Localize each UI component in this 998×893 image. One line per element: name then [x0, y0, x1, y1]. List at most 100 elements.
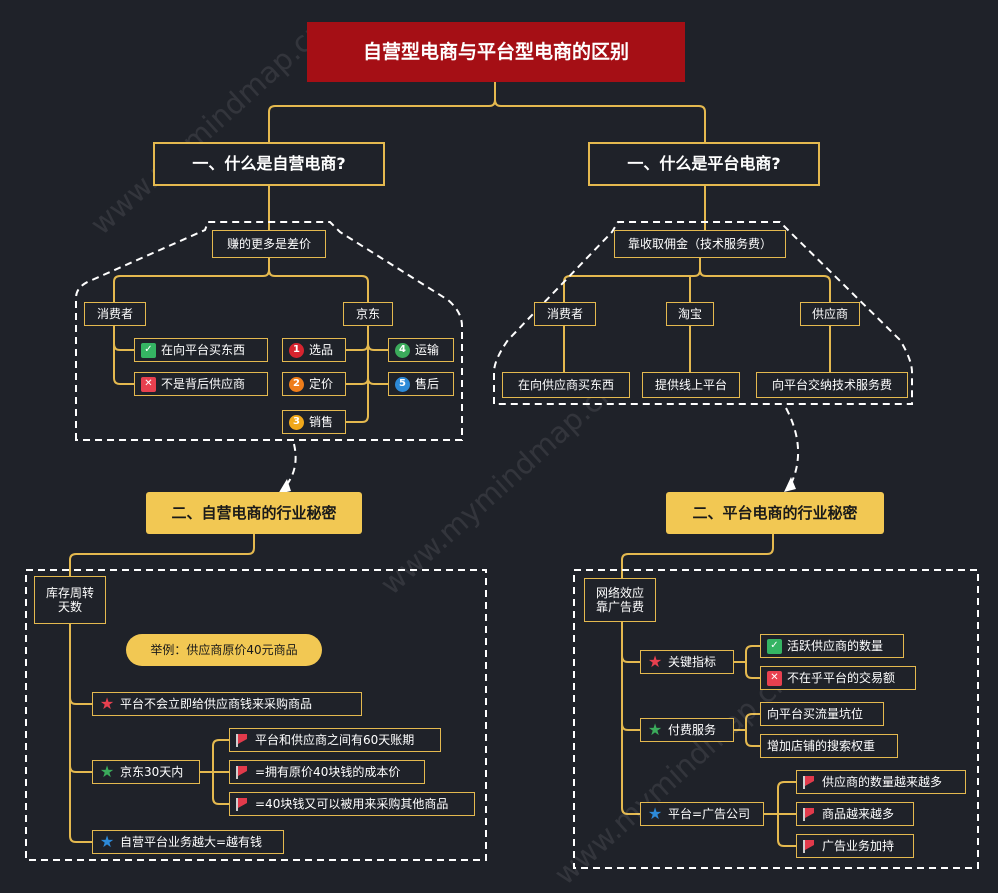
jd-step-label: 售后 — [415, 376, 440, 391]
connector-line — [734, 661, 760, 679]
boundary-arrow-self — [283, 443, 297, 489]
self-point[interactable]: ★ 自营平台业务越大=越有钱 — [92, 830, 284, 854]
platform-point[interactable]: ★ 关键指标 — [640, 650, 734, 674]
star-icon: ★ — [647, 652, 663, 672]
platform-point-detail[interactable]: 增加店铺的搜索权重 — [760, 734, 898, 758]
connector-line — [494, 99, 706, 142]
connector-line — [346, 343, 369, 351]
connector-line — [621, 622, 640, 815]
platform-secret-heading[interactable]: 二、平台电商的行业秘密 — [666, 492, 884, 534]
self-point-detail[interactable]: =拥有原价40块钱的成本价 — [229, 760, 425, 784]
connector-line — [734, 713, 760, 731]
self-inventory[interactable]: 库存周转天数 — [34, 576, 106, 624]
connector-line — [69, 534, 255, 576]
platform-role-action[interactable]: 在向供应商买东西 — [502, 372, 630, 398]
connector-line — [367, 343, 388, 351]
connector-line — [69, 765, 92, 773]
connector-line — [268, 82, 496, 142]
jd-step-label: 运输 — [415, 342, 440, 357]
self-point-label: 平台不会立即给供应商钱来采购商品 — [120, 696, 313, 711]
platform-point-detail-label: 增加店铺的搜索权重 — [767, 738, 876, 753]
platform-role[interactable]: 消费者 — [534, 302, 596, 326]
platform-point-detail[interactable]: 向平台买流量坑位 — [760, 702, 884, 726]
root-title[interactable]: 自营型电商与平台型电商的区别 — [307, 22, 685, 82]
platform-point-label: 付费服务 — [668, 722, 717, 737]
platform-point[interactable]: ★ 平台=广告公司 — [640, 802, 764, 826]
jd-step[interactable]: 5 售后 — [388, 372, 454, 396]
flag-icon — [236, 733, 248, 747]
platform-point-detail-label: 供应商的数量越来越多 — [822, 774, 943, 789]
connector-line — [113, 326, 134, 385]
connector-line — [113, 258, 270, 302]
platform-point-detail[interactable]: 供应商的数量越来越多 — [796, 770, 966, 794]
platform-point-detail-label: 不在乎平台的交易额 — [787, 670, 896, 685]
platform-point[interactable]: ★ 付费服务 — [640, 718, 734, 742]
boundary-self — [75, 221, 463, 441]
flag-icon — [236, 765, 248, 779]
consumer-item[interactable]: ✕ 不是背后供应商 — [134, 372, 268, 396]
connector-line — [563, 258, 701, 302]
self-secret-heading[interactable]: 二、自营电商的行业秘密 — [146, 492, 362, 534]
boundary-platform — [493, 221, 913, 405]
flag-icon — [803, 839, 815, 853]
self-point-detail-label: 平台和供应商之间有60天账期 — [255, 732, 415, 747]
check-icon: ✓ — [141, 342, 156, 358]
consumer-item-label: 不是背后供应商 — [161, 376, 246, 391]
self-point[interactable]: ★ 京东30天内 — [92, 760, 200, 784]
self-consumer[interactable]: 消费者 — [84, 302, 146, 326]
connector-line — [268, 269, 369, 302]
connector-line — [745, 645, 760, 662]
self-point-detail[interactable]: 平台和供应商之间有60天账期 — [229, 728, 441, 752]
jd-step[interactable]: 2 定价 — [282, 372, 346, 396]
star-icon: ★ — [99, 762, 115, 782]
jd-step[interactable]: 4 运输 — [388, 338, 454, 362]
connector-line — [212, 772, 229, 805]
boundary-arrow-platform — [785, 407, 800, 487]
platform-role-action[interactable]: 向平台交纳技术服务费 — [756, 372, 908, 398]
self-point[interactable]: ★ 平台不会立即给供应商钱来采购商品 — [92, 692, 362, 716]
connector-line — [212, 739, 229, 772]
platform-point-detail[interactable]: 商品越来越多 — [796, 802, 914, 826]
star-icon: ★ — [647, 720, 663, 740]
platform-role-action[interactable]: 提供线上平台 — [642, 372, 740, 398]
connector-line — [346, 326, 369, 423]
platform-heading[interactable]: 一、什么是平台电商? — [588, 142, 820, 186]
connector-line — [69, 697, 92, 705]
platform-point-detail-label: 广告业务加持 — [822, 838, 895, 853]
connector-line — [367, 377, 388, 385]
consumer-item-label: 在向平台买东西 — [161, 342, 246, 357]
platform-point-detail[interactable]: ✕ 不在乎平台的交易额 — [760, 666, 916, 690]
self-point-detail[interactable]: =40块钱又可以被用来采购其他商品 — [229, 792, 475, 816]
platform-point-detail[interactable]: ✓ 活跃供应商的数量 — [760, 634, 904, 658]
boundary-self-secret — [25, 569, 487, 861]
flag-icon — [803, 775, 815, 789]
connector-line — [113, 343, 134, 351]
platform-role[interactable]: 淘宝 — [666, 302, 714, 326]
connector-line — [777, 814, 796, 847]
jd-step-label: 选品 — [309, 342, 334, 357]
platform-role[interactable]: 供应商 — [800, 302, 860, 326]
consumer-item[interactable]: ✓ 在向平台买东西 — [134, 338, 268, 362]
platform-point-label: 平台=广告公司 — [668, 806, 751, 821]
self-profit[interactable]: 赚的更多是差价 — [212, 230, 326, 258]
star-icon: ★ — [99, 832, 115, 852]
jd-step[interactable]: 1 选品 — [282, 338, 346, 362]
platform-point-detail-label: 活跃供应商的数量 — [787, 638, 884, 653]
self-example[interactable]: 举例：供应商原价40元商品 — [126, 634, 322, 666]
platform-point-detail-label: 向平台买流量坑位 — [767, 706, 864, 721]
platform-point-label: 关键指标 — [668, 654, 717, 669]
cross-icon: ✕ — [767, 670, 782, 686]
platform-point-detail[interactable]: 广告业务加持 — [796, 834, 914, 858]
self-jd[interactable]: 京东 — [343, 302, 393, 326]
platform-commission[interactable]: 靠收取佣金（技术服务费） — [614, 230, 786, 258]
self-point-detail-label: =拥有原价40块钱的成本价 — [255, 764, 401, 779]
self-heading[interactable]: 一、什么是自营电商? — [153, 142, 385, 186]
connector-line — [69, 624, 92, 843]
self-point-detail-label: =40块钱又可以被用来采购其他商品 — [255, 796, 449, 811]
platform-network[interactable]: 网络效应靠广告费 — [584, 578, 656, 622]
jd-step[interactable]: 3 销售 — [282, 410, 346, 434]
jd-step-label: 定价 — [309, 376, 334, 391]
platform-point-detail-label: 商品越来越多 — [822, 806, 895, 821]
number-icon: 2 — [289, 376, 304, 392]
